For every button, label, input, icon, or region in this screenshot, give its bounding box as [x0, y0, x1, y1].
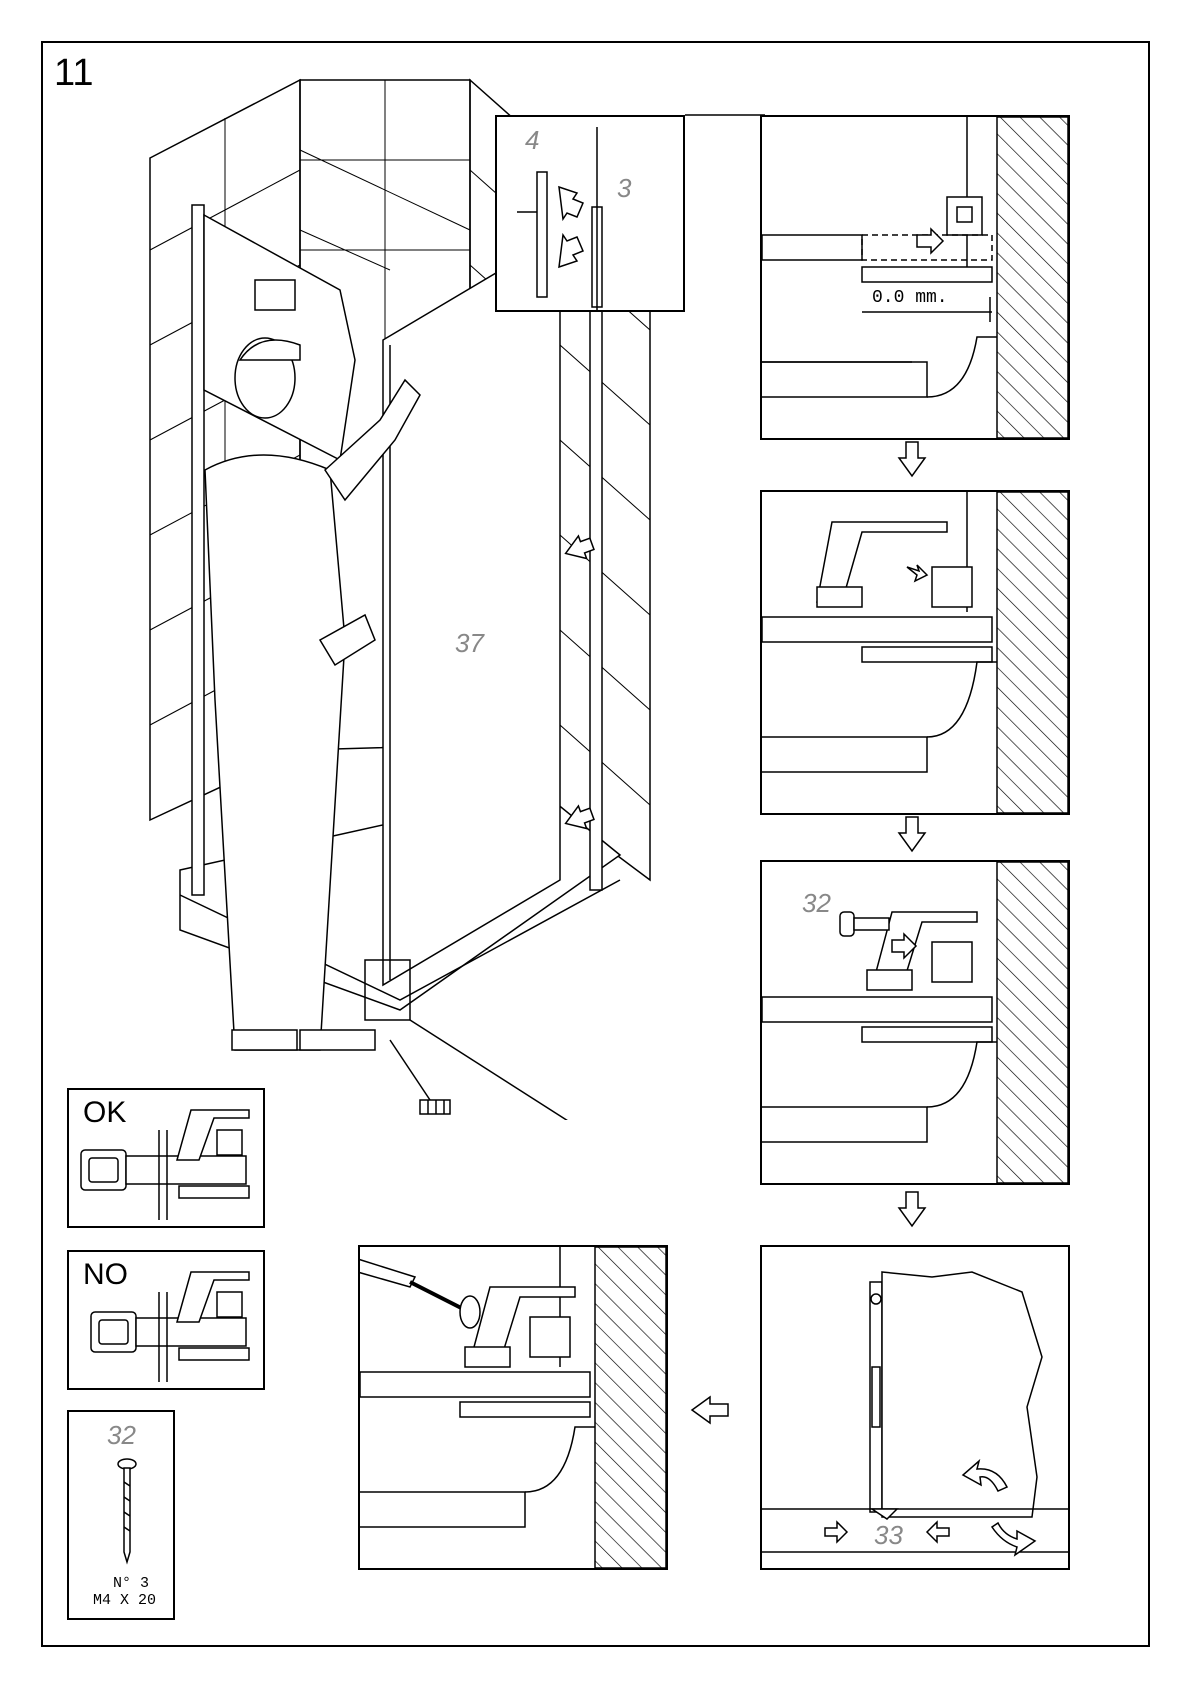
screw-size: M4 X 20	[93, 1592, 156, 1609]
arrow-down-icon	[897, 815, 927, 855]
wall-hatch-icon	[997, 117, 1068, 438]
profile-detail-step-2	[760, 490, 1070, 815]
connector-line	[685, 112, 765, 118]
door-panel-label: 37	[455, 628, 485, 658]
clearance-value: 0.0 mm.	[872, 288, 948, 308]
arrow-left-icon	[690, 1395, 730, 1425]
screw-icon	[840, 912, 889, 936]
screw-parts-card: 32 N° 3 M4 X 20	[67, 1410, 175, 1620]
profile-detail-step-3: 32	[760, 860, 1070, 1185]
ok-comparison-panel: OK	[67, 1088, 265, 1228]
screw-icon	[118, 1459, 136, 1562]
profile-detail-step-1: 0.0 mm.	[760, 115, 1070, 440]
arrow-down-icon	[897, 440, 927, 480]
screwdriver-detail	[358, 1245, 668, 1570]
spacer-slide-label: 33	[874, 1520, 903, 1550]
tile-label-3: 3	[617, 173, 632, 203]
arrow-down-icon	[897, 1190, 927, 1230]
inset-top-detail: 4 3	[495, 115, 685, 312]
screw-ref-label: 32	[802, 888, 831, 918]
screwdriver-icon	[360, 1255, 480, 1328]
tile-label-4: 4	[525, 125, 539, 155]
door-bottom-detail: 33	[760, 1245, 1070, 1570]
screw-quantity: N° 3	[113, 1575, 149, 1592]
screw-part-number: 32	[107, 1420, 136, 1450]
no-comparison-panel: NO	[67, 1250, 265, 1390]
